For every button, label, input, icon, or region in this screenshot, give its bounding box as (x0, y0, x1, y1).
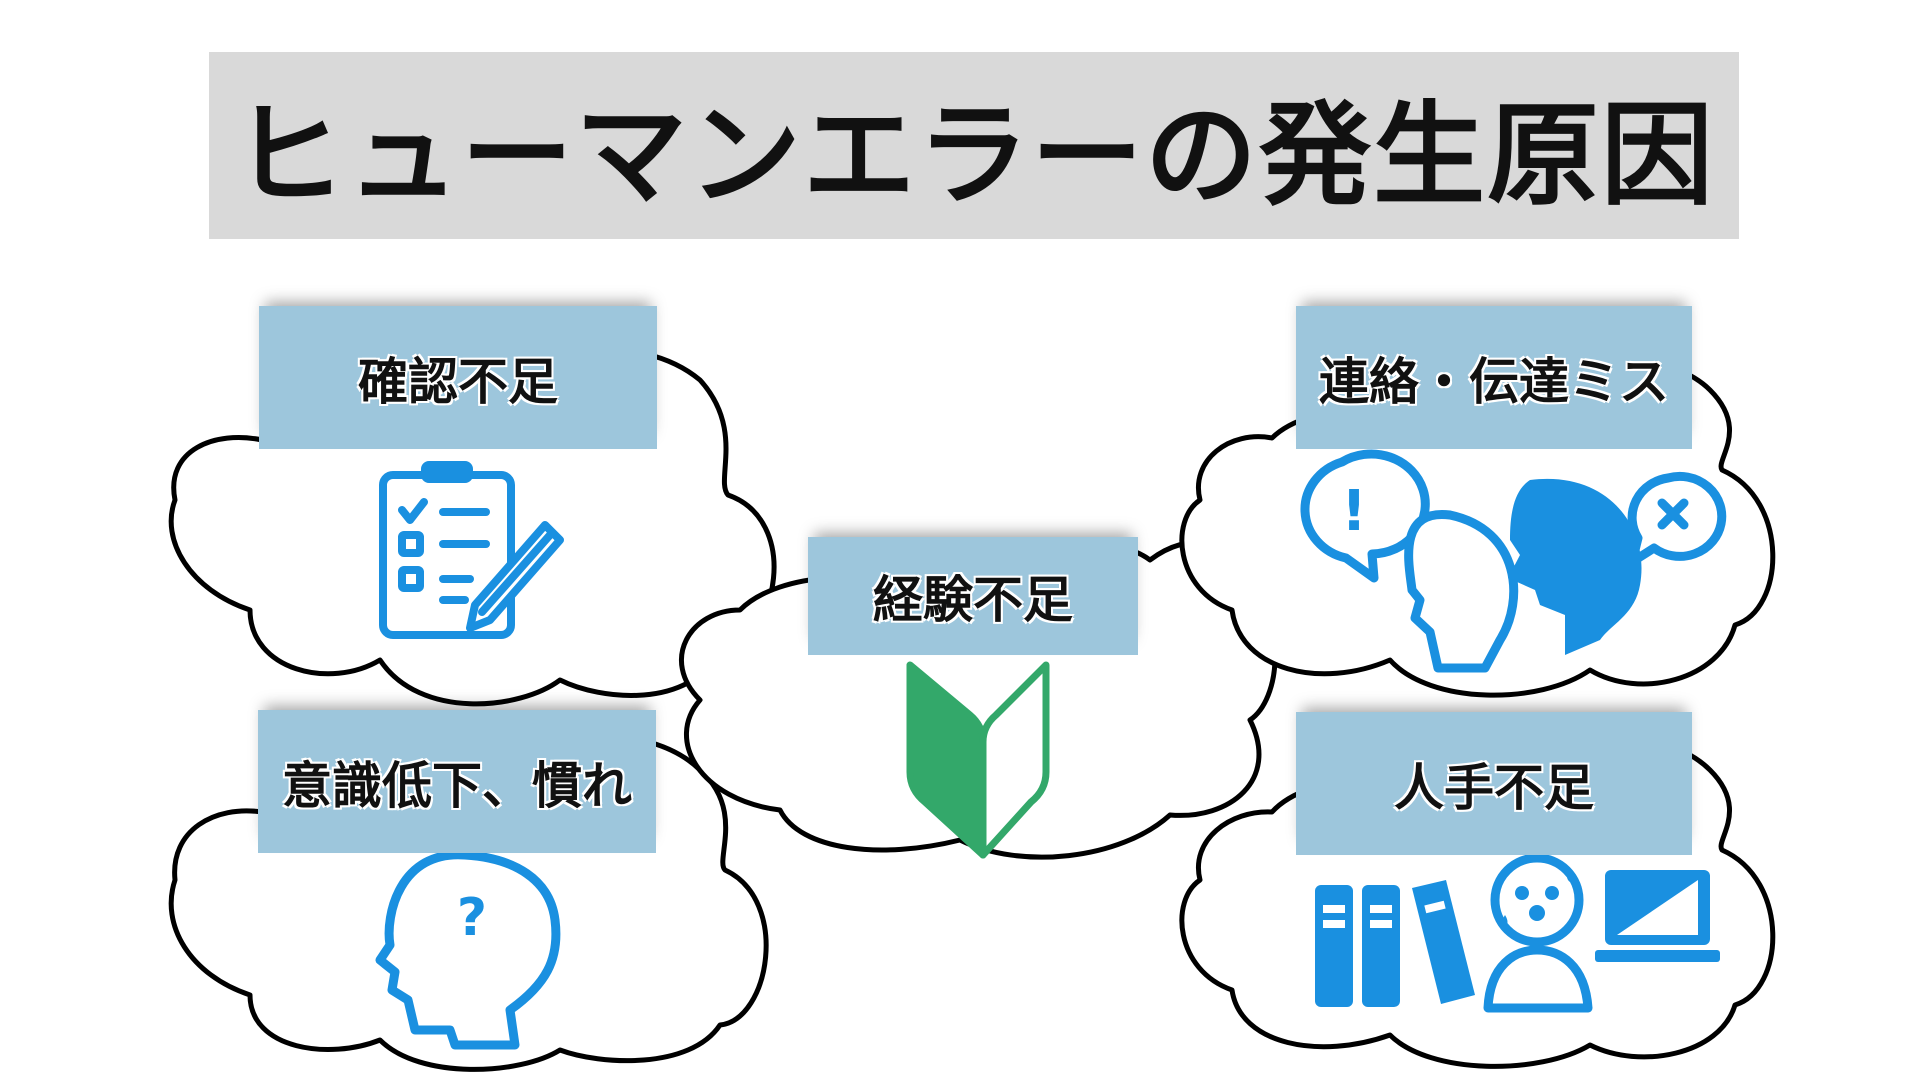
laptop-icon (1595, 870, 1720, 962)
cross-mark-icon (1657, 498, 1689, 530)
title-banner: ヒューマンエラーの発生原因 (209, 52, 1739, 239)
cause-label-text: 人手不足 (1394, 758, 1594, 817)
cause-label-text: 意識低下、慣れ (282, 756, 632, 815)
cause-label-experience: 経験不足 (808, 537, 1138, 655)
head-question-icon: ? (375, 850, 561, 1050)
cause-label-communication: 連絡・伝達ミス (1296, 306, 1692, 449)
clipboard-checklist-icon (379, 461, 564, 639)
speaking-heads-icon: ! (1300, 449, 1727, 673)
page-title: ヒューマンエラーの発生原因 (233, 90, 1715, 221)
cause-label-awareness: 意識低下、慣れ (258, 710, 656, 853)
overworked-person-icon (1315, 853, 1720, 1013)
beginner-mark-icon (906, 661, 1050, 859)
cause-label-text: 経験不足 (873, 571, 1073, 629)
cause-label-text: 確認不足 (358, 352, 558, 411)
cause-label-staffing: 人手不足 (1296, 712, 1692, 855)
question-mark: ? (457, 888, 487, 948)
cause-label-confirmation: 確認不足 (259, 306, 657, 449)
exclamation-mark: ! (1341, 479, 1367, 544)
cause-label-text: 連絡・伝達ミス (1319, 352, 1669, 411)
